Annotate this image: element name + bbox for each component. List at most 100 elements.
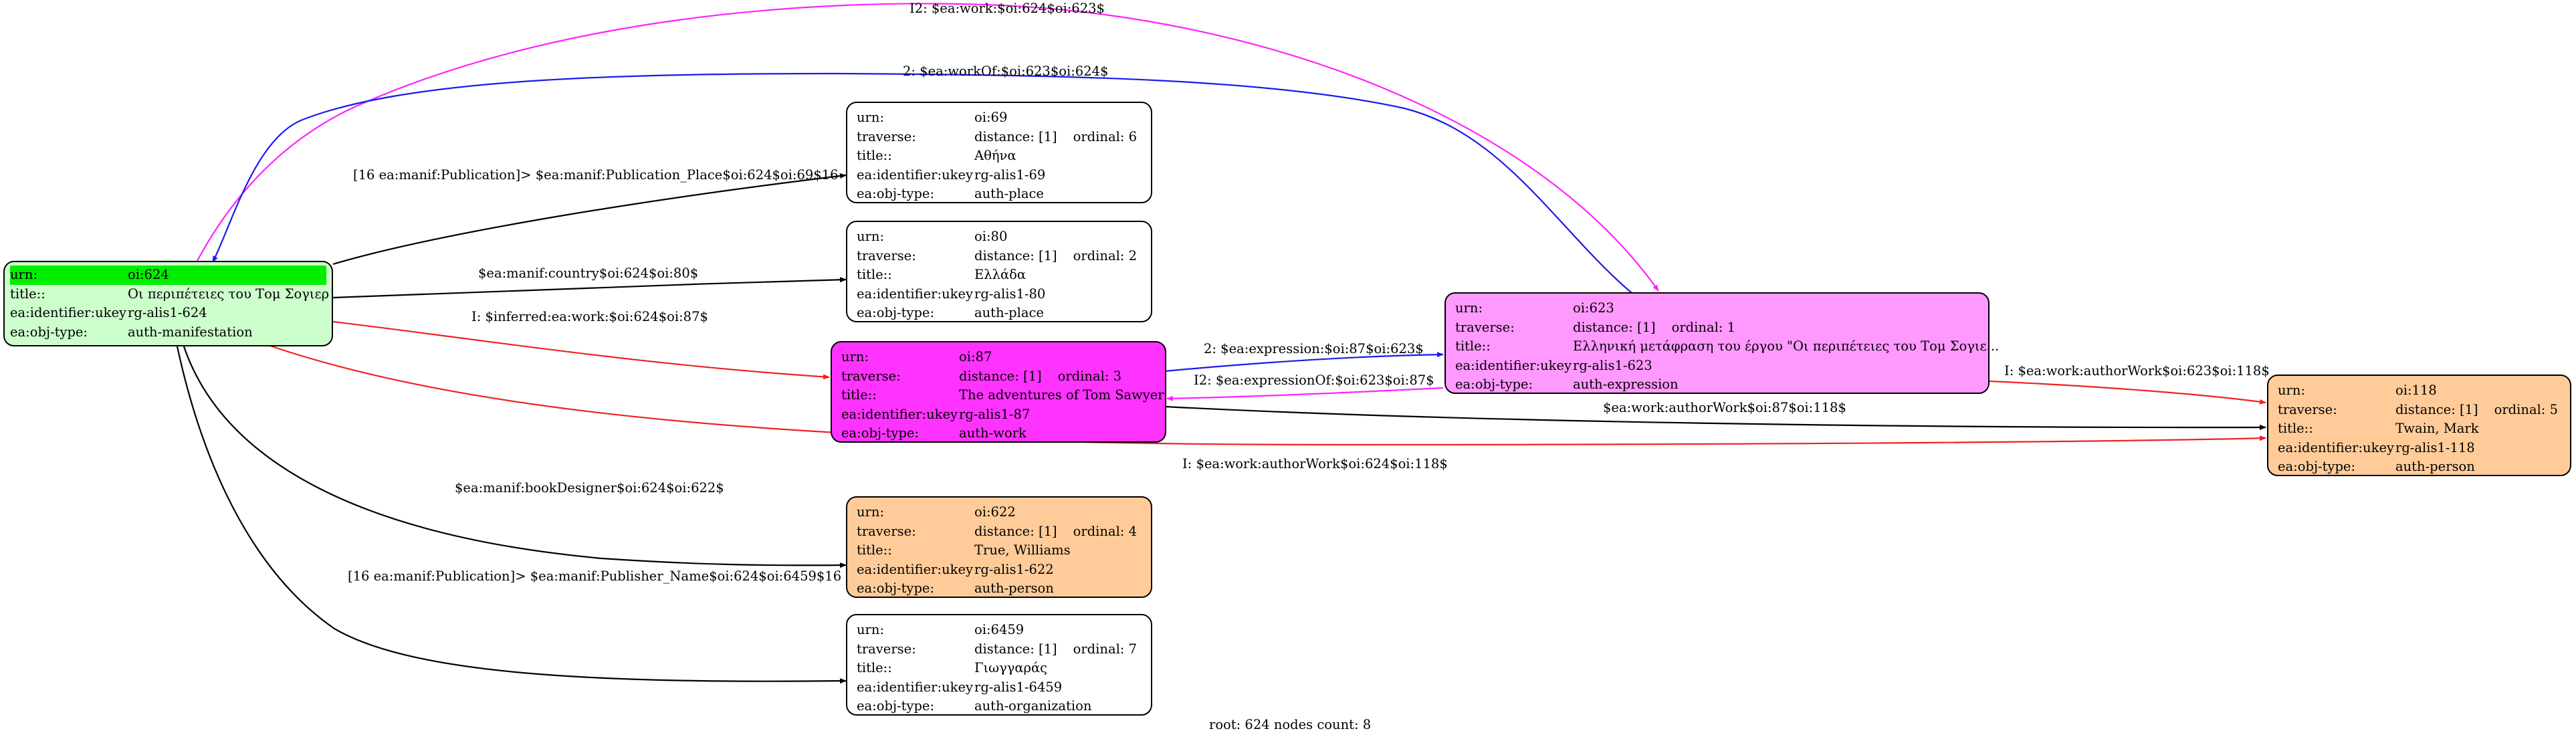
node-title-row: title::Ελληνική μετάφραση του έργου "Οι … [1455, 337, 1999, 356]
field-label: ea:obj-type: [2278, 459, 2356, 474]
field-label: traverse: [857, 641, 916, 657]
field-label: urn: [1455, 300, 1483, 316]
edge-book-designer [183, 346, 847, 568]
node-oi-624[interactable]: urn: oi:624 title::Οι περιπέτειες του Τομ… [3, 261, 333, 346]
distance-value: distance: [1] [974, 523, 1057, 539]
field-value: True, Williams [974, 542, 1071, 558]
edge-country [332, 277, 847, 299]
field-label: ea:identifier:ukey [2278, 439, 2394, 455]
edge-inferred-work [332, 320, 830, 380]
field-value: oi:622 [974, 504, 1016, 520]
field-value: rg-alis1-80 [974, 286, 1046, 302]
field-label: ea:obj-type: [857, 186, 935, 201]
edge-expression-of [1166, 387, 1444, 401]
node-title-row: title::Οι περιπέτειες του Τομ Σογιερ [10, 285, 330, 304]
node-type-row: ea:obj-type: auth-place [857, 185, 1142, 204]
edge-label-book-designer: $ea:manif:bookDesigner$oi:624$oi:622$ [455, 480, 724, 496]
field-value: auth-person [2395, 459, 2475, 474]
node-type-row: ea:obj-type:auth-expression [1455, 375, 1979, 395]
field-value: oi:623 [1573, 300, 1614, 316]
node-urn-row: urn:oi:118 [2278, 381, 2561, 401]
field-label: title:: [857, 148, 892, 163]
field-value: rg-alis1-69 [974, 167, 1046, 183]
field-label: urn: [857, 110, 885, 125]
field-value: Ελλάδα [974, 267, 1027, 282]
edge-label-author-87-118: $ea:work:authorWork$oi:87$oi:118$ [1603, 400, 1846, 415]
field-label: urn: [857, 504, 885, 520]
node-traverse-row: traverse:distance: [1]ordinal: 7 [857, 640, 1142, 659]
node-oi-80[interactable]: urn:oi:80 traverse:distance: [1]ordinal:… [846, 221, 1152, 322]
field-value: Twain, Mark [2395, 421, 2479, 436]
node-oi-6459[interactable]: urn:oi:6459 traverse:distance: [1]ordina… [846, 614, 1152, 716]
field-value: auth-organization [974, 698, 1092, 714]
distance-value: distance: [1] [974, 128, 1057, 144]
edge-workof-623-624 [212, 72, 1632, 294]
node-title-row: title::True, Williams [857, 541, 1142, 560]
edge-label-country: $ea:manif:country$oi:624$oi:80$ [478, 266, 699, 281]
field-label: urn: [857, 229, 885, 244]
node-type-row: ea:obj-type:auth-work [841, 424, 1156, 443]
ordinal-value: ordinal: 5 [2494, 401, 2558, 417]
node-traverse-row: traverse:distance: [1]ordinal: 6 [857, 128, 1142, 147]
node-urn-row: urn: oi:624 [10, 266, 326, 285]
field-label: urn: [857, 622, 885, 637]
field-label: title:: [857, 660, 892, 675]
field-value: Οι περιπέτειες του Τομ Σογιερ [128, 286, 330, 302]
field-value: rg-alis1-624 [128, 305, 207, 320]
field-value: oi:69 [974, 110, 1008, 125]
field-value: rg-alis1-87 [959, 406, 1031, 422]
field-value: oi:118 [2395, 383, 2437, 398]
edge-label-inferred-work: I: $inferred:ea:work:$oi:624$oi:87$ [471, 309, 708, 324]
ordinal-value: ordinal: 3 [1057, 368, 1121, 384]
field-label: title:: [857, 267, 892, 282]
field-label: ea:obj-type: [1455, 377, 1533, 392]
node-title-row: title::Γιωγγαράς [857, 659, 1142, 678]
field-label: title:: [841, 387, 877, 403]
field-label: traverse: [857, 523, 916, 539]
field-label: title:: [1455, 338, 1491, 354]
field-value: The adventures of Tom Sawyer [959, 387, 1164, 403]
node-title-row: title::Ελλάδα [857, 266, 1142, 285]
field-label: ea:obj-type: [857, 698, 935, 714]
edge-author-624-118 [263, 342, 2266, 446]
node-oi-623[interactable]: urn:oi:623 traverse:distance: [1]ordinal… [1444, 292, 1999, 395]
node-traverse-row: traverse:distance: [1]ordinal: 5 [2278, 401, 2561, 420]
node-type-row: ea:obj-type: auth-person [2278, 457, 2561, 477]
edge-label-expression: 2: $ea:expression:$oi:87$oi:623$ [1204, 341, 1424, 356]
node-type-row: ea:obj-type:auth-manifestation [10, 323, 326, 342]
node-oi-69[interactable]: urn:oi:69 traverse:distance: [1]ordinal:… [846, 102, 1152, 203]
node-oi-622[interactable]: urn:oi:622 traverse:distance: [1]ordinal… [846, 496, 1152, 598]
distance-value: distance: [1] [974, 247, 1057, 263]
field-value: oi:624 [128, 267, 169, 282]
field-value: Γιωγγαράς [974, 660, 1048, 675]
edge-label-work-624-623: I2: $ea:work:$oi:624$oi:623$ [909, 1, 1105, 16]
node-urn-row: urn:oi:87 [841, 348, 1156, 367]
node-type-row: ea:obj-type:auth-place [857, 304, 1142, 323]
field-value: rg-alis1-623 [1573, 357, 1652, 373]
node-oi-87[interactable]: urn:oi:87 traverse: distance: [1] ordinal:… [831, 341, 1166, 443]
ordinal-value: ordinal: 6 [1073, 128, 1137, 144]
node-type-row: ea:obj-type: auth-organization [857, 697, 1142, 716]
field-label: ea:identifier:ukey [841, 406, 958, 422]
field-value: auth-place [974, 186, 1044, 201]
edge-work-624-623 [197, 3, 1659, 292]
field-value: auth-person [974, 580, 1054, 596]
field-value: auth-work [959, 425, 1027, 441]
field-value: Αθήνα [974, 148, 1016, 163]
field-label: urn: [10, 267, 38, 282]
edge-author-623-118 [1989, 380, 2266, 405]
field-label: ea:obj-type: [857, 305, 935, 320]
edge-expression [1164, 352, 1444, 373]
node-oi-118[interactable]: urn:oi:118 traverse:distance: [1]ordinal… [2267, 375, 2571, 476]
ordinal-value: ordinal: 2 [1073, 247, 1137, 263]
field-label: traverse: [841, 368, 901, 384]
field-value: Ελληνική μετάφραση του έργου "Οι περιπέτ… [1573, 338, 2000, 354]
node-urn-row: urn:oi:6459 [857, 621, 1142, 640]
distance-value: distance: [1] [959, 368, 1042, 384]
